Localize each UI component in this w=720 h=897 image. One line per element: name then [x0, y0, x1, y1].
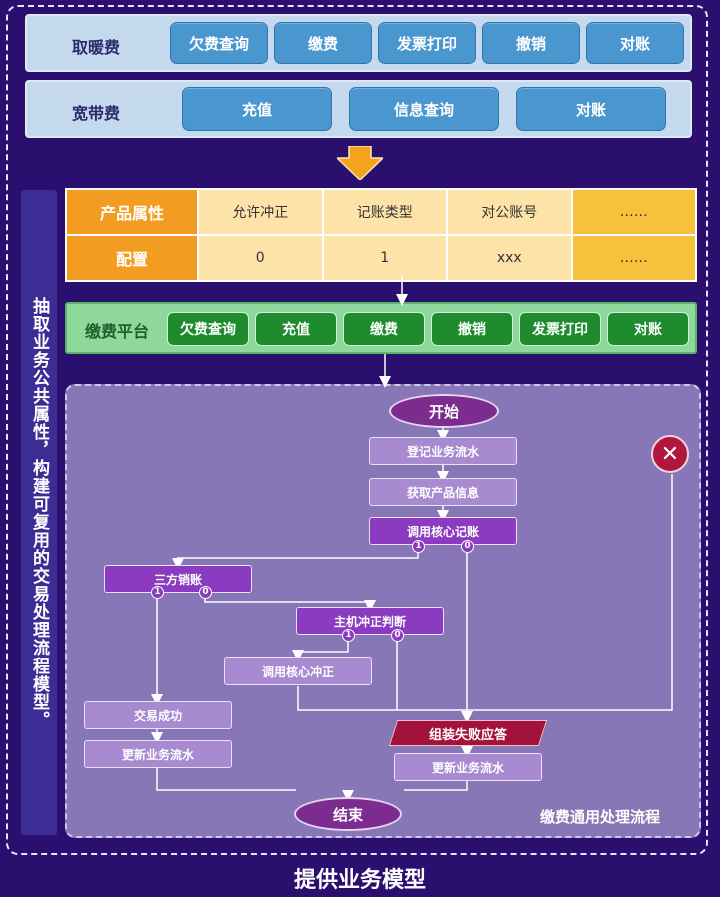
port-1: 1	[412, 540, 425, 553]
product-property-table: 产品属性 允许冲正 记账类型 对公账号 …… 配置 0 1 xxx ……	[65, 188, 697, 282]
heating-arrears-query-button[interactable]: 欠费查询	[170, 22, 268, 64]
config-value: 0	[197, 234, 324, 282]
flow-core-reverse-step: 调用核心冲正	[224, 657, 372, 685]
side-description-label: 抽取业务公共属性，构建可复用的交易处理流程模型。	[21, 190, 57, 835]
property-header-row: 产品属性 允许冲正 记账类型 对公账号 ……	[65, 188, 697, 236]
port-0: 0	[199, 586, 212, 599]
broadband-reconcile-button[interactable]: 对账	[516, 87, 666, 131]
port-0: 0	[391, 629, 404, 642]
port-1: 1	[151, 586, 164, 599]
flow-end-node: 结束	[294, 797, 402, 831]
flow-fail-response-step: 组装失败应答	[393, 720, 543, 746]
flow-start-node: 开始	[389, 394, 499, 428]
flow-success-step: 交易成功	[84, 701, 232, 729]
heating-fee-label: 取暖费	[72, 38, 121, 57]
footer-title: 提供业务模型	[293, 868, 426, 893]
port-1: 1	[342, 629, 355, 642]
flow-register-record-step: 登记业务流水	[369, 437, 517, 465]
down-arrow-icon	[337, 146, 383, 180]
broadband-info-query-button[interactable]: 信息查询	[349, 87, 499, 131]
flow-panel-title: 缴费通用处理流程	[540, 808, 661, 826]
heating-revoke-button[interactable]: 撤销	[482, 22, 580, 64]
property-column: 记账类型	[321, 188, 448, 236]
platform-invoice-print-button[interactable]: 发票打印	[519, 312, 601, 346]
broadband-fee-row: 宽带费 充值 信息查询 对账	[25, 80, 692, 138]
property-column: 允许冲正	[197, 188, 324, 236]
platform-recharge-button[interactable]: 充值	[255, 312, 337, 346]
flow-get-product-info-step: 获取产品信息	[369, 478, 517, 506]
broadband-fee-label: 宽带费	[72, 104, 121, 123]
flow-host-reverse-check-step: 主机冲正判断	[296, 607, 444, 635]
config-value: xxx	[446, 234, 573, 282]
flow-update-record-right-step: 更新业务流水	[394, 753, 542, 781]
property-column: ……	[570, 188, 697, 236]
config-value: 1	[321, 234, 448, 282]
config-value: ……	[570, 234, 697, 282]
heating-invoice-print-button[interactable]: 发票打印	[378, 22, 476, 64]
flow-fail-response-label: 组装失败应答	[428, 727, 507, 743]
platform-pay-button[interactable]: 缴费	[343, 312, 425, 346]
property-column: 对公账号	[446, 188, 573, 236]
product-property-header: 产品属性	[65, 188, 199, 236]
broadband-recharge-button[interactable]: 充值	[182, 87, 332, 131]
platform-revoke-button[interactable]: 撤销	[431, 312, 513, 346]
port-0: 0	[461, 540, 474, 553]
heating-reconcile-button[interactable]: 对账	[586, 22, 684, 64]
property-config-row: 配置 0 1 xxx ……	[65, 234, 697, 282]
flow-third-party-cancel-step: 三方销账	[104, 565, 252, 593]
platform-reconcile-button[interactable]: 对账	[607, 312, 689, 346]
outer-dashed-frame	[6, 5, 708, 855]
flow-core-account-step: 调用核心记账	[369, 517, 517, 545]
heating-fee-row: 取暖费 欠费查询 缴费 发票打印 撤销 对账	[25, 14, 692, 72]
config-header: 配置	[65, 234, 199, 282]
payment-platform-label: 缴费平台	[85, 322, 150, 341]
flow-update-record-left-step: 更新业务流水	[84, 740, 232, 768]
platform-arrears-query-button[interactable]: 欠费查询	[167, 312, 249, 346]
heating-pay-button[interactable]: 缴费	[274, 22, 372, 64]
cancel-x-icon: ✕	[651, 435, 689, 473]
payment-platform-bar: 缴费平台 欠费查询 充值 缴费 撤销 发票打印 对账	[65, 302, 697, 354]
